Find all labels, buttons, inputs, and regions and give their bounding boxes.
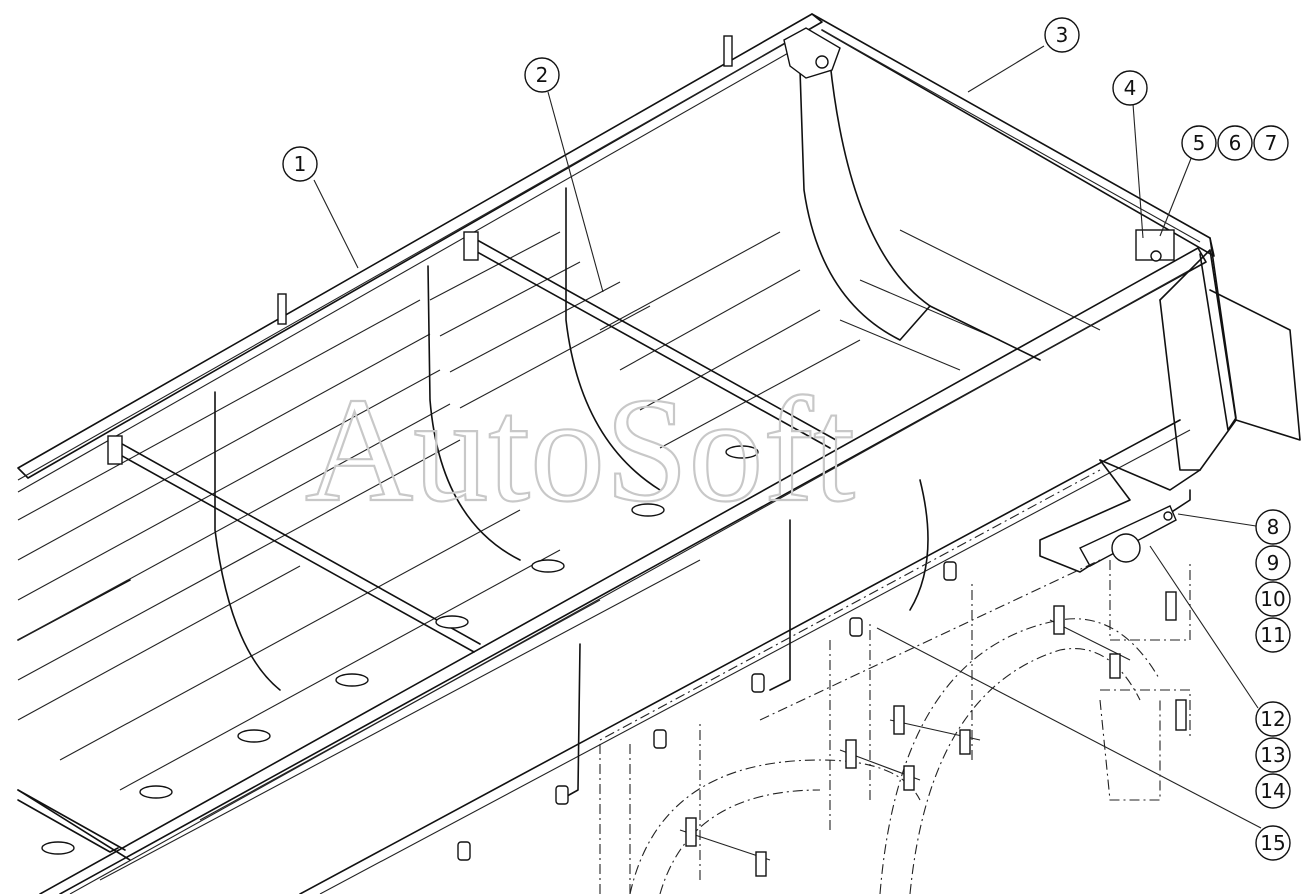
- body-frame: [17, 13, 1237, 894]
- callout-12: 12: [1255, 701, 1291, 737]
- leader-lines: [313, 45, 1262, 829]
- floor-planks: [17, 229, 1101, 881]
- callout-2: 2: [524, 57, 560, 93]
- callout-6-label: 6: [1229, 131, 1242, 155]
- callout-15-label: 15: [1260, 831, 1285, 855]
- callout-8: 8: [1255, 509, 1291, 545]
- callout-6: 6: [1217, 125, 1253, 161]
- callout-4-label: 4: [1124, 76, 1137, 100]
- callout-10: 10: [1255, 581, 1291, 617]
- callout-14-label: 14: [1260, 779, 1285, 803]
- callout-5: 5: [1181, 125, 1217, 161]
- callout-7: 7: [1253, 125, 1289, 161]
- callout-2-label: 2: [536, 63, 549, 87]
- callout-3: 3: [1044, 17, 1080, 53]
- callout-10-label: 10: [1260, 587, 1285, 611]
- callout-1-label: 1: [294, 152, 307, 176]
- bulkheads: [214, 61, 1041, 801]
- callout-12-label: 12: [1260, 707, 1285, 731]
- callout-13-label: 13: [1260, 743, 1285, 767]
- callout-9: 9: [1255, 545, 1291, 581]
- callout-8-label: 8: [1267, 515, 1280, 539]
- callout-13: 13: [1255, 737, 1291, 773]
- callout-5-label: 5: [1193, 131, 1206, 155]
- cross-bars: [17, 27, 1175, 851]
- chassis-frame: [599, 469, 1191, 894]
- callout-9-label: 9: [1267, 551, 1280, 575]
- front-chute: [1039, 249, 1301, 573]
- callout-11: 11: [1255, 617, 1291, 653]
- callout-4: 4: [1112, 70, 1148, 106]
- callouts: 1 2 3 4 5 6 7 8: [282, 17, 1291, 861]
- side-clips: [457, 561, 957, 861]
- callout-1: 1: [282, 146, 318, 182]
- callout-3-label: 3: [1056, 23, 1069, 47]
- callout-11-label: 11: [1260, 623, 1285, 647]
- floor-fasteners: [41, 445, 759, 855]
- watermark-text: AutoSoft: [305, 367, 855, 533]
- callout-15: 15: [1255, 825, 1291, 861]
- callout-7-label: 7: [1265, 131, 1278, 155]
- callout-14: 14: [1255, 773, 1291, 809]
